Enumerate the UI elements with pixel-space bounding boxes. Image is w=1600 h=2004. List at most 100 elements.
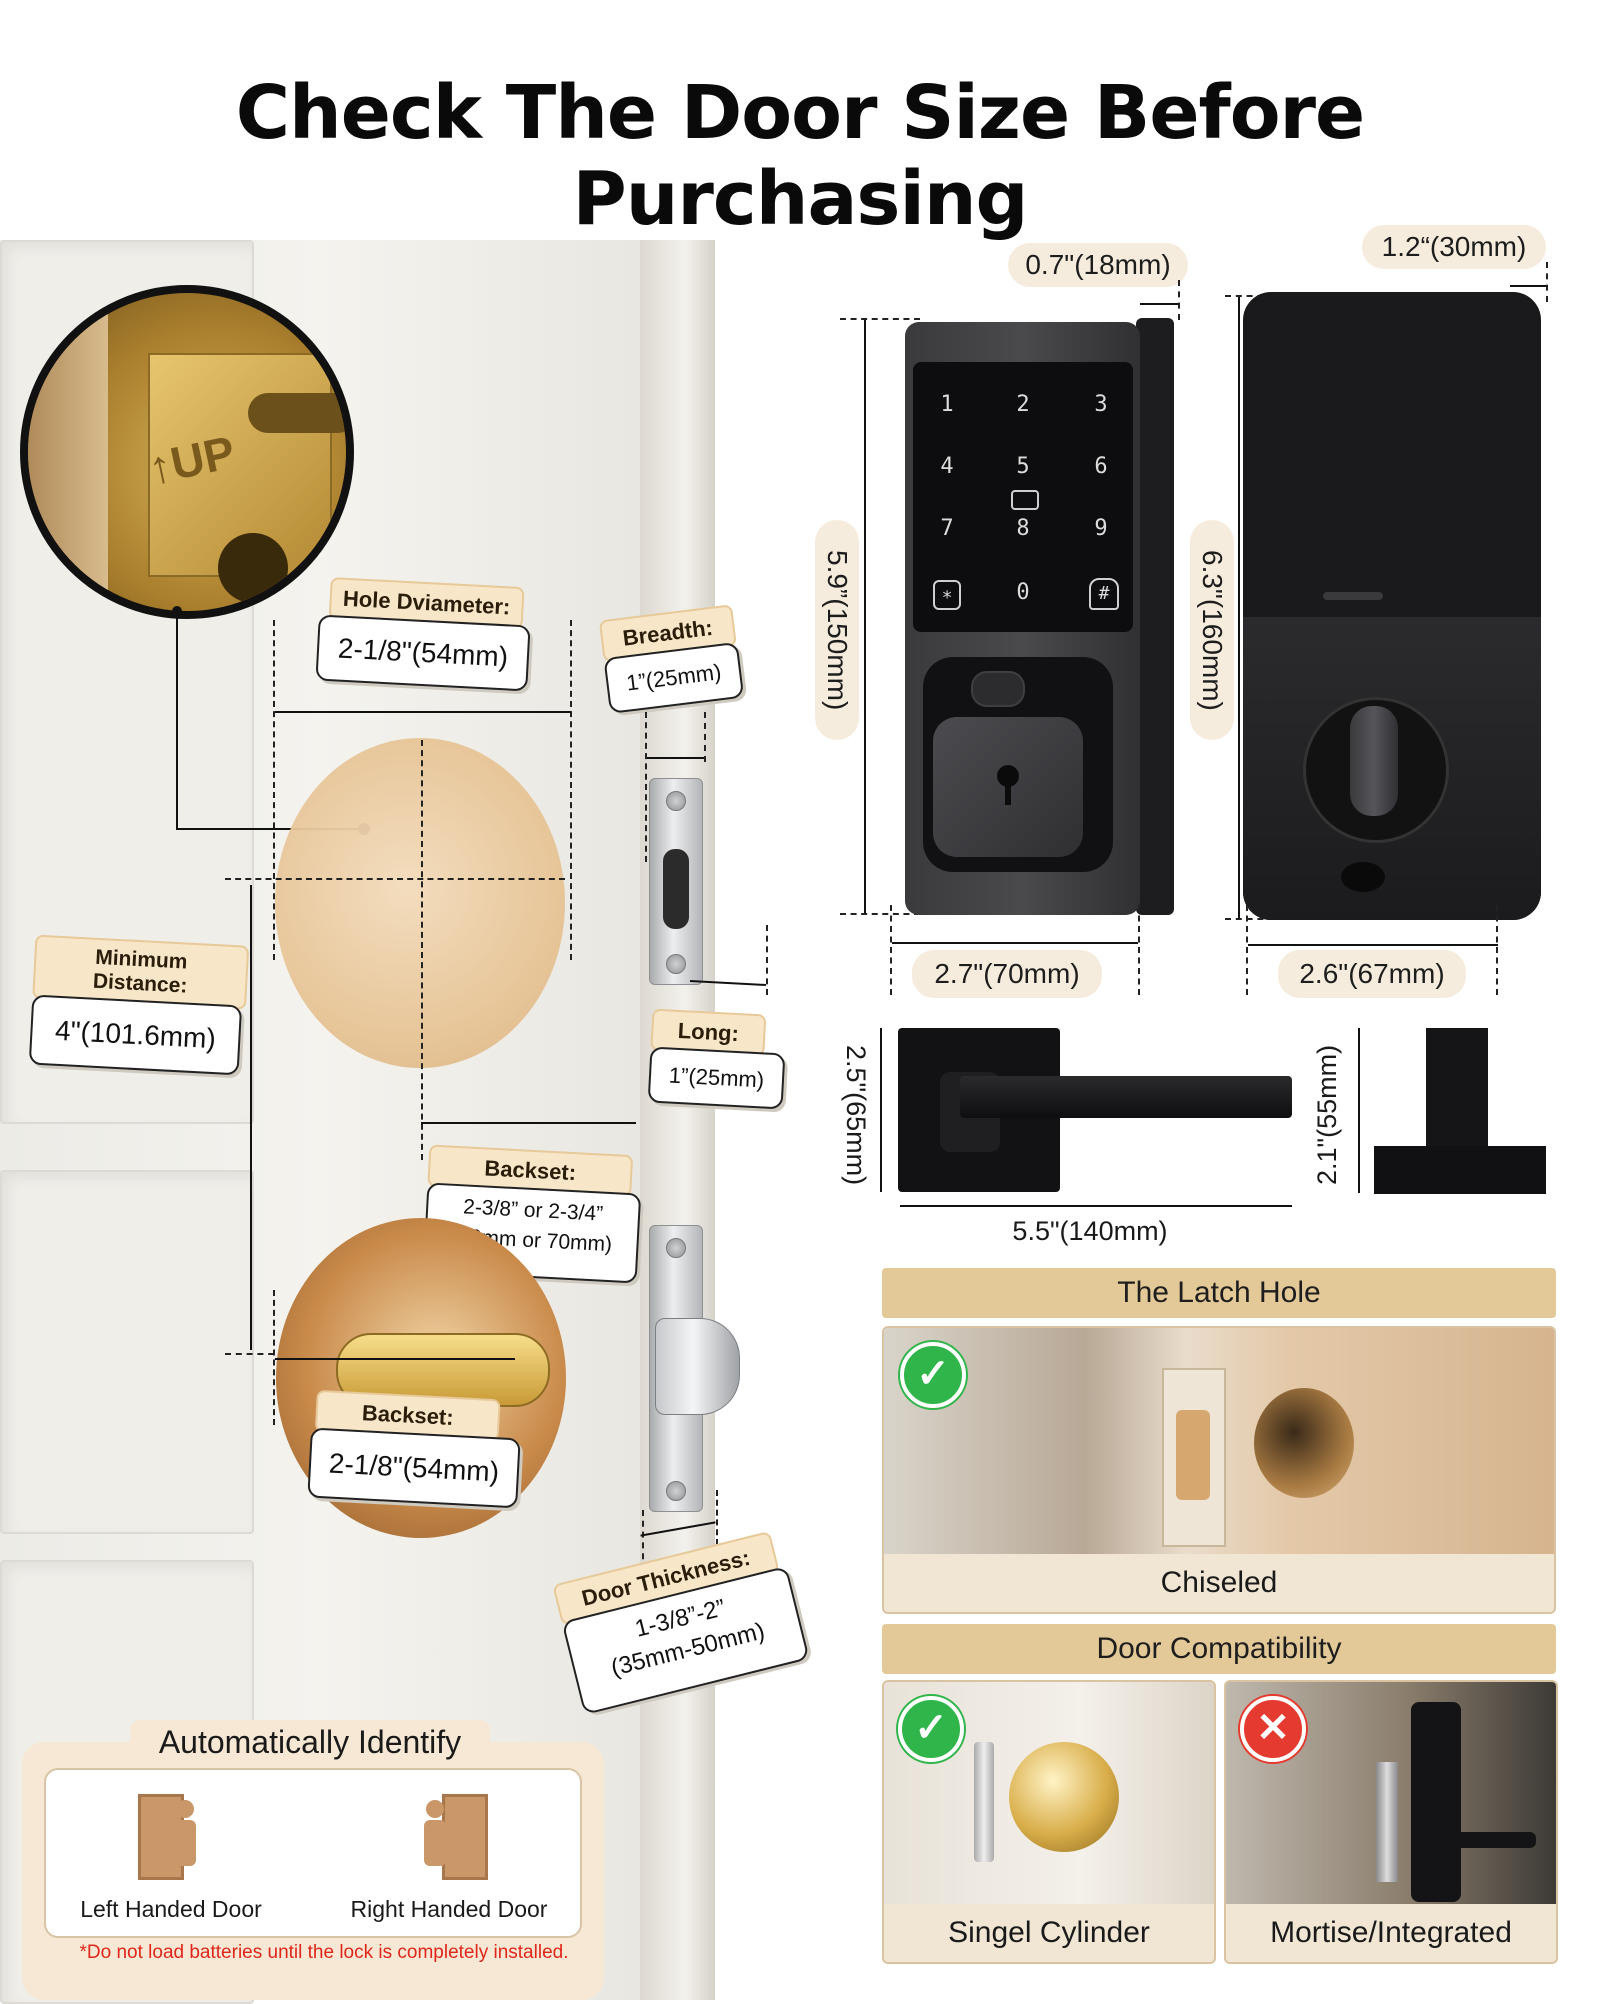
lock-front-exterior: 1 2 3 4 5 6 7 8 9 ∗ 0 # bbox=[905, 322, 1140, 915]
handle-length-label: 5.5"(140mm) bbox=[1012, 1216, 1168, 1246]
door-edge-photo bbox=[1162, 1368, 1226, 1547]
min-distance-callout: Minimum Distance: 4"(101.6mm) bbox=[28, 934, 250, 1076]
screw-icon bbox=[666, 791, 686, 811]
dim-guide bbox=[645, 712, 647, 862]
back-width-dim-line bbox=[1248, 944, 1498, 946]
key-bell[interactable]: # bbox=[1089, 578, 1119, 610]
center-guide bbox=[421, 740, 423, 1160]
door-panel-middle bbox=[0, 1170, 254, 1534]
front-height-dim-line bbox=[864, 320, 866, 913]
door-compat-heading: Door Compatibility bbox=[882, 1624, 1556, 1674]
right-handed-door-icon bbox=[418, 1794, 488, 1886]
lock-back-interior bbox=[1243, 292, 1541, 920]
person-body bbox=[174, 1820, 196, 1866]
screw-icon bbox=[666, 1481, 686, 1501]
thumb-turn[interactable] bbox=[1350, 706, 1398, 816]
cylinder-face bbox=[933, 717, 1083, 857]
single-cylinder-card: ✓ Singel Cylinder bbox=[882, 1680, 1216, 1964]
dim-guide bbox=[1496, 905, 1498, 995]
key-0[interactable]: 0 bbox=[1016, 580, 1030, 605]
latch-bolt bbox=[655, 1318, 740, 1415]
key-5[interactable]: 5 bbox=[1016, 454, 1030, 479]
hole-diameter-dim-line bbox=[275, 711, 571, 713]
back-depth-label: 1.2“(30mm) bbox=[1362, 225, 1546, 269]
key-lock[interactable]: ∗ bbox=[933, 580, 961, 610]
left-handed-door-icon bbox=[138, 1794, 204, 1886]
left-handed-door-label: Left Handed Door bbox=[80, 1896, 262, 1922]
latch-hole-card: ✓ Chiseled bbox=[882, 1326, 1556, 1614]
key-2[interactable]: 2 bbox=[1016, 392, 1030, 417]
fingerprint-sensor-icon bbox=[971, 671, 1025, 707]
door-edge bbox=[640, 240, 715, 2000]
key-8[interactable]: 8 bbox=[1016, 516, 1030, 541]
auto-identify-title: Automatically Identify bbox=[130, 1720, 490, 1764]
hole-diameter-value: 2-1/8"(54mm) bbox=[315, 614, 531, 692]
key-1[interactable]: 1 bbox=[940, 392, 954, 417]
dim-guide bbox=[1246, 905, 1248, 995]
connector-line-h bbox=[176, 828, 364, 830]
mortise-card: ✕ Mortise/Integrated bbox=[1224, 1680, 1558, 1964]
right-handed-door-label: Right Handed Door bbox=[350, 1896, 548, 1922]
door-shape bbox=[442, 1794, 488, 1880]
person-head bbox=[426, 1800, 444, 1818]
thumb-turn-ring bbox=[1303, 697, 1449, 843]
center-guide bbox=[225, 878, 565, 880]
dim-guide bbox=[1225, 918, 1285, 920]
handle-side-rose bbox=[1374, 1146, 1546, 1194]
dim-guide bbox=[1138, 905, 1140, 995]
backset-upper-dim-line bbox=[421, 1122, 636, 1124]
cross-circle-icon: ✕ bbox=[1240, 1696, 1306, 1762]
key-9[interactable]: 9 bbox=[1094, 516, 1108, 541]
key-7[interactable]: 7 bbox=[940, 516, 954, 541]
card-reader-icon bbox=[1011, 490, 1039, 510]
latch-zoom-circle: ↑UP bbox=[20, 285, 354, 619]
handle-lever[interactable] bbox=[960, 1076, 1292, 1118]
screw-icon bbox=[666, 1238, 686, 1258]
backset-lower-callout: Backset: 2-1/8"(54mm) bbox=[307, 1389, 522, 1509]
page-title: Check The Door Size Before Purchasing bbox=[235, 70, 1365, 242]
dim-guide bbox=[1546, 262, 1548, 302]
mortise-handle-photo bbox=[1416, 1832, 1536, 1848]
door-wood bbox=[28, 293, 108, 611]
breadth-callout: Breadth: 1”(25mm) bbox=[598, 604, 745, 714]
chiseled-mortise bbox=[1176, 1410, 1210, 1500]
button-hole bbox=[1341, 862, 1385, 892]
key-3[interactable]: 3 bbox=[1094, 392, 1108, 417]
back-height-dim-line bbox=[1238, 297, 1240, 918]
back-depth-dim-line bbox=[1510, 285, 1546, 287]
handle-length-dim-line bbox=[900, 1205, 1292, 1207]
keyhole-icon bbox=[997, 765, 1019, 787]
cross-bore-hole-upper bbox=[275, 738, 565, 1068]
single-cylinder-caption: Singel Cylinder bbox=[884, 1904, 1214, 1962]
strike-plate-photo bbox=[974, 1742, 994, 1862]
dim-guide bbox=[273, 620, 275, 960]
mortise-lock-photo bbox=[1411, 1702, 1461, 1902]
check-circle-icon: ✓ bbox=[898, 1696, 964, 1762]
handle-height-label: 2.5"(65mm) bbox=[841, 1044, 871, 1186]
knob-photo bbox=[1009, 1742, 1119, 1852]
key-cylinder-housing bbox=[923, 657, 1113, 872]
battery-warning: *Do not load batteries until the lock is… bbox=[79, 1942, 569, 1963]
dim-guide bbox=[890, 905, 892, 995]
latch-hole-heading: The Latch Hole bbox=[882, 1268, 1556, 1318]
lock-front-side bbox=[1136, 318, 1174, 915]
long-callout: Long: 1”(25mm) bbox=[647, 1008, 788, 1110]
breadth-dim-line bbox=[647, 757, 704, 759]
check-circle-icon: ✓ bbox=[900, 1342, 966, 1408]
front-depth-dim-line bbox=[1140, 303, 1180, 305]
handle-height-dim-line bbox=[880, 1028, 882, 1192]
key-4[interactable]: 4 bbox=[940, 454, 954, 479]
key-6[interactable]: 6 bbox=[1094, 454, 1108, 479]
handle-side-height-label: 2.1"(55mm) bbox=[1312, 1044, 1342, 1186]
back-width-label: 2.6"(67mm) bbox=[1278, 950, 1466, 998]
dim-guide bbox=[570, 620, 572, 960]
dim-guide bbox=[840, 318, 920, 320]
dim-guide bbox=[225, 1353, 285, 1355]
front-depth-label: 0.7"(18mm) bbox=[1008, 243, 1188, 287]
front-height-label: 5.9”(150mm) bbox=[815, 520, 859, 740]
keyhole-slot bbox=[1005, 785, 1011, 805]
latch-slot bbox=[248, 393, 346, 433]
min-distance-value: 4"(101.6mm) bbox=[28, 994, 243, 1076]
battery-cover-notch bbox=[1323, 592, 1383, 600]
dim-guide bbox=[642, 1510, 644, 1570]
